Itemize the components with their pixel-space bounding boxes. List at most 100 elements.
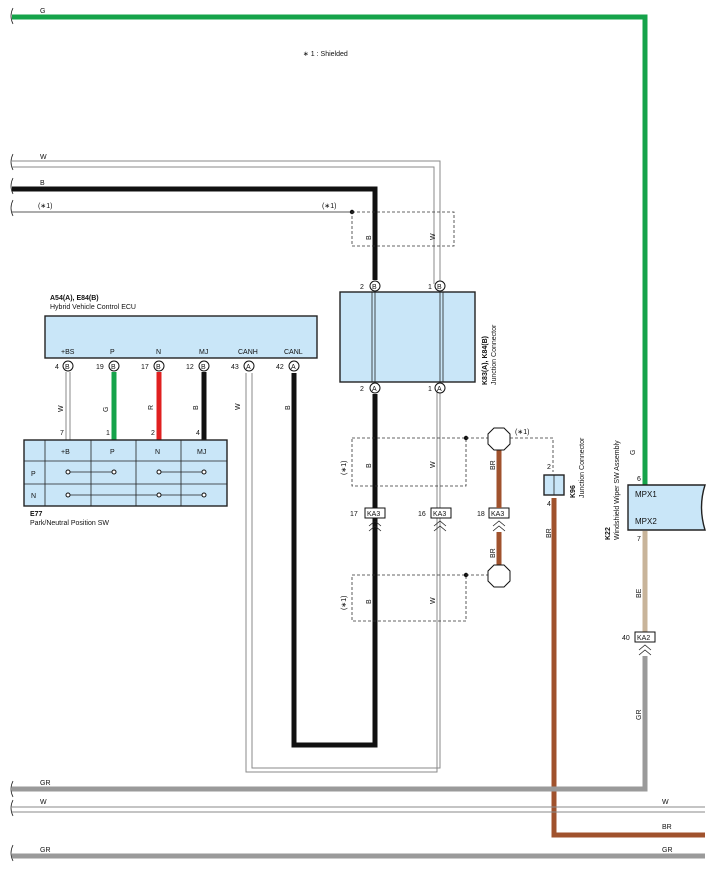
wire-label-b-mid: B <box>366 463 373 468</box>
ecu-terminal-mj: MJ <box>199 349 208 356</box>
wire-label-w-low: W <box>430 597 437 604</box>
ka3-pin-18: 18 <box>477 511 485 518</box>
junction-bottom-conn-1 <box>369 382 381 394</box>
sw-name: Park/Neutral Position SW <box>30 520 109 527</box>
wire-label-b-shield-top: B <box>366 235 373 240</box>
wire-label-w-canh: W <box>235 403 242 410</box>
sw-pin-4: 4 <box>196 430 200 437</box>
k96-id: K96 <box>570 485 577 498</box>
ecu-conn-42: A <box>291 364 296 371</box>
junction-top-conn-2 <box>434 280 446 292</box>
octagon-terminal-top <box>487 427 511 451</box>
wire-label-be: BE <box>636 588 643 598</box>
wire-label-br-2: BR <box>490 548 497 558</box>
wire-label-w-mid: W <box>430 461 437 468</box>
k96-name: Junction Connector <box>579 437 586 498</box>
ka3-pin-17: 17 <box>350 511 358 518</box>
junction-bottom-pin-1: 1 <box>428 386 432 393</box>
wire-label-w-bs: W <box>58 405 65 412</box>
wire-b-can <box>12 186 378 280</box>
wire-label-gr-bottom-right: GR <box>662 847 673 854</box>
ecu-terminal-n: N <box>156 349 161 356</box>
wire-label-g-p: G <box>103 407 110 412</box>
shield-box-low <box>351 574 467 622</box>
ecu-pin-4: 4 <box>55 364 59 371</box>
wire-label-w-can: W <box>40 154 47 161</box>
sw-id: E77 <box>30 511 43 518</box>
shield-to-k96 <box>510 437 554 472</box>
wire-label-b-canl: B <box>285 405 292 410</box>
wire-label-br-right: BR <box>662 824 672 831</box>
wire-w-bottom <box>12 806 705 813</box>
ecu-terminal-canl: CANL <box>284 349 303 356</box>
ecu-name: Hybrid Vehicle Control ECU <box>50 304 136 311</box>
junction-bottom-conn-label-1: A <box>372 386 377 393</box>
wire-label-w-shield-top: W <box>430 233 437 240</box>
junction-id: K83(A), K84(B) <box>482 336 489 385</box>
wire-w-can <box>12 160 441 773</box>
wire-label-b-low: B <box>366 599 373 604</box>
k22-name: Windshield Wiper SW Assembly <box>614 440 621 540</box>
ecu-conn-4: B <box>65 364 70 371</box>
wire-b-canl <box>291 373 378 748</box>
sw-row-p: P <box>31 471 36 478</box>
ka3-pin-16: 16 <box>418 511 426 518</box>
ecu-pin-12: 12 <box>186 364 194 371</box>
wire-label-gr-ka2: GR <box>636 710 643 721</box>
shield-label-k96: (∗1) <box>515 429 529 436</box>
ka2-label: KA2 <box>637 635 650 642</box>
wire-label-r-n: R <box>148 405 155 410</box>
wire-br-k96 <box>551 498 705 838</box>
shield-label-1: (∗1) <box>38 203 52 210</box>
ka3-label-18: KA3 <box>491 511 504 518</box>
sw-pin-2: 2 <box>151 430 155 437</box>
shield-label-mid: (∗1) <box>341 461 348 475</box>
junction-bottom-conn-2 <box>434 382 446 394</box>
k22-windshield-wiper-sw <box>627 484 706 531</box>
wire-g-top <box>12 14 648 485</box>
wire-w-bs <box>65 372 71 440</box>
ka3-label-17: KA3 <box>367 511 380 518</box>
sw-pin-1: 1 <box>106 430 110 437</box>
shield-note: ∗ 1 : Shielded <box>303 51 348 58</box>
ka2-pin: 40 <box>622 635 630 642</box>
junction-top-conn-1 <box>369 280 381 292</box>
ka2-connector: 40 KA2 <box>622 631 656 656</box>
ecu-terminals: +BS P N MJ CANH CANL <box>61 349 303 356</box>
junction-top-conn-label-2: B <box>437 284 442 291</box>
ecu-conn-19: B <box>111 364 116 371</box>
wire-label-br-k96: BR <box>546 528 553 538</box>
junction-top-pin-1: 1 <box>428 284 432 291</box>
ecu-terminal-canh: CANH <box>238 349 258 356</box>
sw-col-p: P <box>110 449 115 456</box>
shield-box-top <box>351 211 455 247</box>
junction-connector-k83-k84 <box>339 291 476 383</box>
hybrid-vehicle-control-ecu <box>44 315 318 359</box>
ecu-pins: 4 B 19 B 17 B 12 B 43 A 42 A <box>55 360 300 372</box>
junction-bottom-pin-2: 2 <box>360 386 364 393</box>
ecu-pin-42: 42 <box>276 364 284 371</box>
junction-name: Junction Connector <box>491 324 498 385</box>
shield-box-mid <box>351 437 467 487</box>
wire-label-w-bottom-right: W <box>662 799 669 806</box>
k22-pin-7: 7 <box>637 536 641 543</box>
shield-label-low: (∗1) <box>341 596 348 610</box>
k96-pin-bottom: 4 <box>547 501 551 508</box>
sw-col-mj: MJ <box>197 449 206 456</box>
ecu-pin-17: 17 <box>141 364 149 371</box>
wire-label-gr-left: GR <box>40 780 51 787</box>
wire-label-br-1: BR <box>490 460 497 470</box>
wire-label-b-can: B <box>40 180 45 187</box>
octagon-terminal-bottom <box>487 564 511 588</box>
wire-label-b-mj: B <box>193 405 200 410</box>
wire-label-g-top: G <box>40 8 45 15</box>
k22-terminal-mpx1: MPX1 <box>635 490 657 499</box>
ecu-terminal-bs: +BS <box>61 349 75 356</box>
ecu-conn-12: B <box>201 364 206 371</box>
junction-bottom-conn-label-2: A <box>437 386 442 393</box>
sw-pin-7: 7 <box>60 430 64 437</box>
junction-top-pin-2: 2 <box>360 284 364 291</box>
wire-break-marks <box>10 7 14 862</box>
